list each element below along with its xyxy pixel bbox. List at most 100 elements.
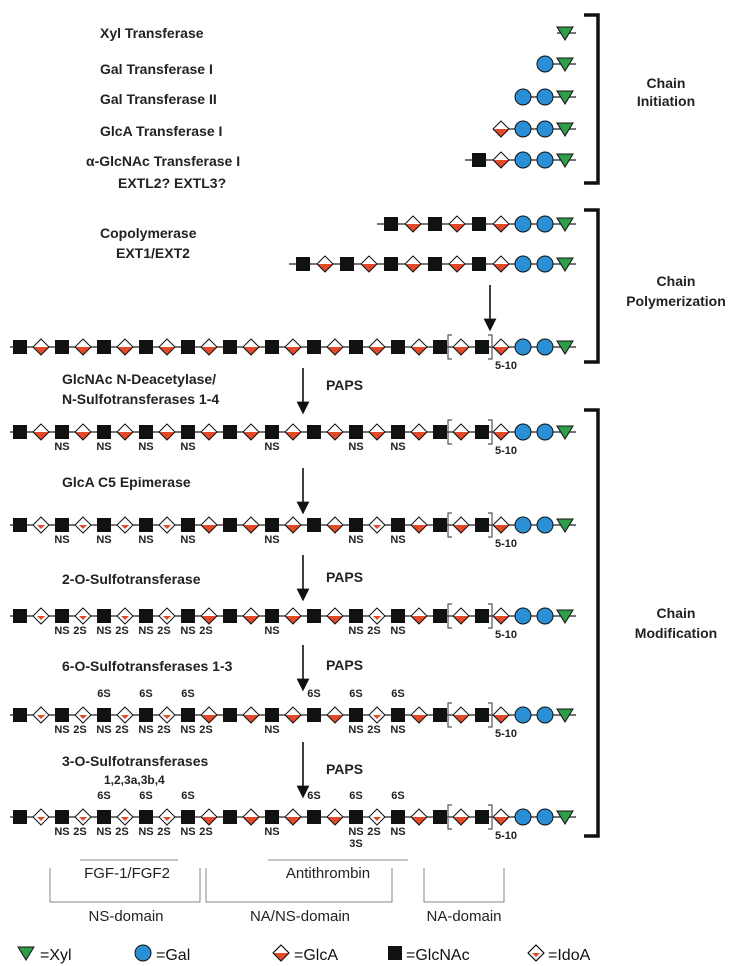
- glcnac-unit: [55, 425, 69, 439]
- label-gal-transferase-1: Gal Transferase I: [100, 61, 213, 77]
- gal-unit: [536, 55, 554, 73]
- legend-glcnac-label: =GlcNAc: [406, 947, 470, 964]
- mod-label: 2S: [157, 826, 170, 838]
- gal-unit: [514, 808, 532, 826]
- idoa-unit: [158, 607, 176, 625]
- glca-unit: [492, 808, 510, 826]
- glcnac-unit: [475, 425, 489, 439]
- mod-label: 2S: [73, 724, 86, 736]
- glca-unit: [492, 215, 510, 233]
- glcnac-unit: [391, 518, 405, 532]
- glcnac-unit: [391, 340, 405, 354]
- glca-unit: [368, 338, 386, 356]
- label-extl: EXTL2? EXTL3?: [118, 175, 226, 191]
- glcnac-unit: [223, 810, 237, 824]
- glcnac-unit: [97, 518, 111, 532]
- glca-unit: [410, 516, 428, 534]
- mod-label: NS: [264, 724, 279, 736]
- glca-unit: [200, 423, 218, 441]
- glcnac-unit: [265, 708, 279, 722]
- glca-unit: [492, 151, 510, 169]
- legend-xyl-icon: [17, 946, 35, 961]
- mod-label: NS: [54, 625, 69, 637]
- mod-label: NS: [138, 534, 153, 546]
- glca-unit: [452, 607, 470, 625]
- mod-label: 3S: [349, 838, 362, 850]
- glca-unit: [410, 338, 428, 356]
- idoa-unit: [368, 516, 386, 534]
- glcnac-unit: [181, 708, 195, 722]
- glca-unit: [410, 706, 428, 724]
- mod-label: NS: [348, 826, 363, 838]
- mod-label: NS: [348, 625, 363, 637]
- mod-label: 2S: [367, 826, 380, 838]
- glcnac-unit: [472, 153, 486, 167]
- mod-label: 6S: [181, 790, 194, 802]
- glcnac-unit: [181, 810, 195, 824]
- repeat-label: 5-10: [495, 538, 517, 550]
- glcnac-unit: [223, 518, 237, 532]
- gal-unit: [536, 706, 554, 724]
- mod-label: NS: [264, 826, 279, 838]
- glca-unit: [284, 423, 302, 441]
- xyl-unit: [556, 257, 574, 272]
- glca-unit: [242, 706, 260, 724]
- repeat-label: 5-10: [495, 830, 517, 842]
- glca-unit: [32, 423, 50, 441]
- glca-unit: [242, 338, 260, 356]
- glcnac-unit: [349, 340, 363, 354]
- glcnac-unit: [349, 609, 363, 623]
- gal-unit: [536, 215, 554, 233]
- idoa-unit: [158, 808, 176, 826]
- na-ns-domain-bracket: [205, 868, 393, 903]
- glca-unit: [200, 706, 218, 724]
- repeat-bracket-left: [447, 419, 452, 445]
- glca-unit: [404, 255, 422, 273]
- mod-label: NS: [54, 534, 69, 546]
- glcnac-unit: [307, 340, 321, 354]
- mod-label: 6S: [97, 688, 110, 700]
- glcnac-unit: [475, 708, 489, 722]
- glca-unit: [448, 255, 466, 273]
- legend-gal-label: =Gal: [156, 947, 190, 964]
- glcnac-unit: [433, 810, 447, 824]
- xyl-unit: [556, 609, 574, 624]
- glcnac-unit: [307, 810, 321, 824]
- glca-unit: [200, 516, 218, 534]
- domain-fgf: FGF-1/FGF2: [84, 865, 170, 882]
- na-domain-bracket: [423, 868, 505, 903]
- glca-unit: [284, 516, 302, 534]
- glcnac-unit: [384, 217, 398, 231]
- mod-label: 6S: [391, 790, 404, 802]
- glcnac-unit: [181, 518, 195, 532]
- glca-unit: [158, 338, 176, 356]
- idoa-unit: [368, 808, 386, 826]
- glcnac-unit: [55, 518, 69, 532]
- mod-label: NS: [180, 625, 195, 637]
- domain-brackets: [49, 859, 505, 903]
- glca-unit: [326, 516, 344, 534]
- glca-unit: [116, 423, 134, 441]
- xyl-unit: [556, 217, 574, 232]
- mod-label: NS: [264, 441, 279, 453]
- legend-glca-label: =GlcA: [294, 947, 338, 964]
- phase-brackets: [584, 13, 600, 838]
- glca-unit: [368, 423, 386, 441]
- idoa-unit: [32, 706, 50, 724]
- glcnac-unit: [223, 609, 237, 623]
- repeat-bracket-left: [447, 702, 452, 728]
- glca-unit: [326, 706, 344, 724]
- domain-antithrombin: Antithrombin: [286, 865, 370, 882]
- idoa-unit: [74, 706, 92, 724]
- repeat-bracket-right: [488, 804, 493, 830]
- gal-unit: [514, 88, 532, 106]
- mod-label: 2S: [367, 724, 380, 736]
- glca-unit: [158, 423, 176, 441]
- glca-unit: [242, 516, 260, 534]
- glca-unit: [74, 423, 92, 441]
- label-3o-isoforms: 1,2,3a,3b,4: [104, 773, 165, 787]
- glcnac-unit: [97, 340, 111, 354]
- glcnac-unit: [433, 609, 447, 623]
- mod-label: NS: [180, 534, 195, 546]
- glca-unit: [492, 607, 510, 625]
